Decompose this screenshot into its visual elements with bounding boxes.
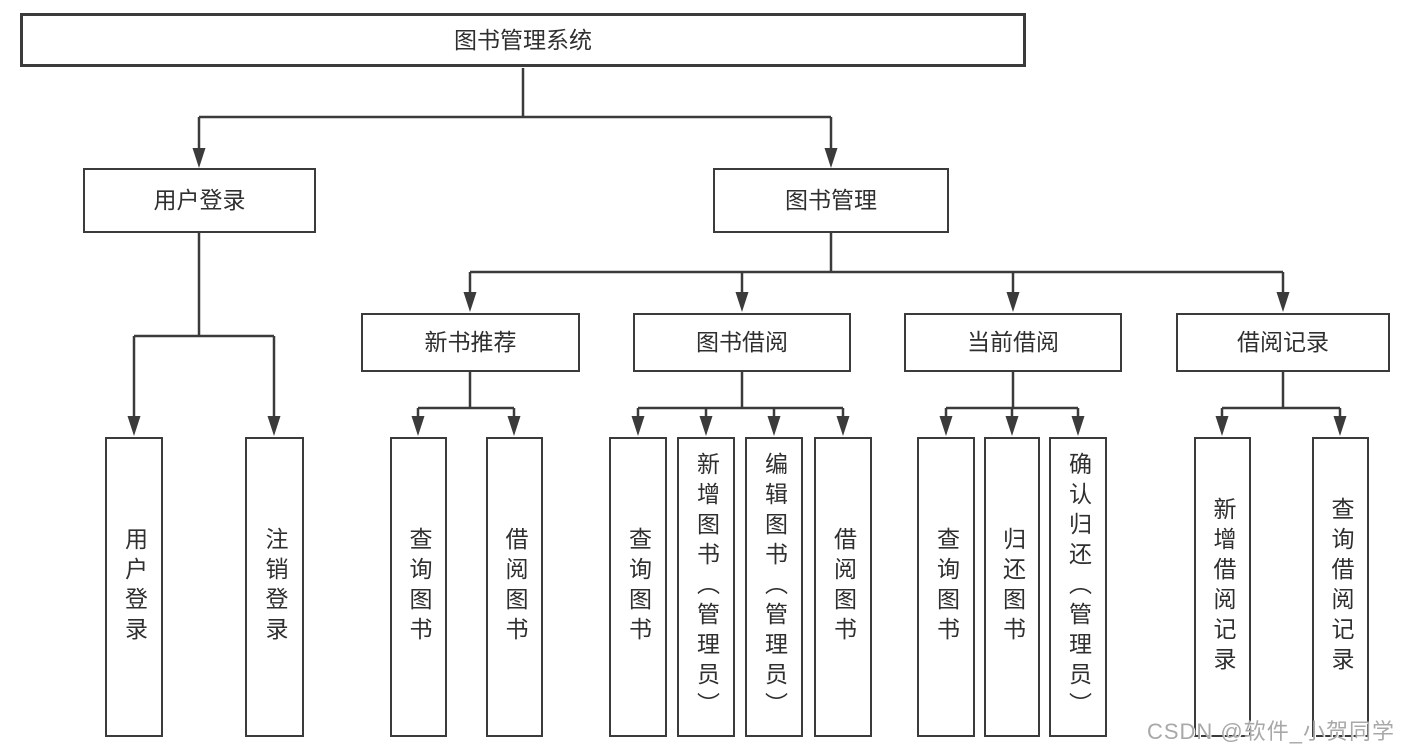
arrowhead bbox=[767, 416, 781, 436]
arrowhead bbox=[1006, 292, 1020, 312]
leaf-add-borrow-record-label: 新增借阅记录 bbox=[1210, 497, 1236, 677]
node-current-borrow: 当前借阅 bbox=[904, 313, 1122, 372]
leaf-add-book-admin: 新增图书（管理员） bbox=[677, 437, 735, 737]
arrowhead bbox=[411, 416, 425, 436]
leaf-query-books-recommend-label: 查询图书 bbox=[406, 527, 432, 647]
leaf-confirm-return-admin: 确认归还（管理员） bbox=[1049, 437, 1107, 737]
node-root: 图书管理系统 bbox=[20, 13, 1026, 67]
leaf-query-books-borrow: 查询图书 bbox=[609, 437, 667, 737]
leaf-logout-label: 注销登录 bbox=[262, 527, 288, 647]
node-user-login-label: 用户登录 bbox=[153, 187, 246, 213]
leaf-user-login-label: 用户登录 bbox=[121, 527, 148, 647]
node-borrow-records: 借阅记录 bbox=[1176, 313, 1390, 372]
watermark: CSDN @软件_小贺同学 bbox=[1146, 719, 1395, 744]
leaf-query-borrow-record: 查询借阅记录 bbox=[1312, 437, 1369, 737]
arrowhead bbox=[1333, 416, 1347, 436]
arrowhead bbox=[463, 292, 477, 312]
node-current-borrow-label: 当前借阅 bbox=[967, 329, 1059, 355]
leaf-borrow-books: 借阅图书 bbox=[814, 437, 872, 737]
node-user-login: 用户登录 bbox=[83, 168, 316, 233]
leaf-add-book-admin-label: 新增图书（管理员） bbox=[693, 452, 720, 722]
leaf-return-book: 归还图书 bbox=[984, 437, 1040, 737]
leaf-borrow-books-label: 借阅图书 bbox=[830, 527, 857, 647]
node-borrow-records-label: 借阅记录 bbox=[1237, 329, 1329, 355]
node-book-borrow: 图书借阅 bbox=[633, 313, 851, 372]
leaf-edit-book-admin-label: 编辑图书（管理员） bbox=[761, 452, 788, 722]
arrowhead bbox=[836, 416, 850, 436]
arrowhead bbox=[631, 416, 645, 436]
arrowhead bbox=[824, 148, 838, 168]
arrowhead bbox=[192, 148, 206, 168]
node-root-label: 图书管理系统 bbox=[454, 26, 592, 53]
node-book-management-label: 图书管理 bbox=[785, 187, 877, 213]
node-new-book-recommend: 新书推荐 bbox=[361, 313, 580, 372]
leaf-logout: 注销登录 bbox=[245, 437, 304, 737]
arrowhead bbox=[1215, 416, 1229, 436]
leaf-edit-book-admin: 编辑图书（管理员） bbox=[745, 437, 803, 737]
leaf-query-books-current: 查询图书 bbox=[917, 437, 975, 737]
leaf-borrow-books-recommend-label: 借阅图书 bbox=[502, 527, 528, 647]
leaf-query-books-recommend: 查询图书 bbox=[390, 437, 447, 737]
arrowhead bbox=[735, 292, 749, 312]
leaf-query-books-current-label: 查询图书 bbox=[933, 527, 960, 647]
leaf-query-books-borrow-label: 查询图书 bbox=[625, 527, 652, 647]
leaf-user-login: 用户登录 bbox=[105, 437, 163, 737]
leaf-return-book-label: 归还图书 bbox=[999, 527, 1026, 647]
arrowhead bbox=[699, 416, 713, 436]
node-book-borrow-label: 图书借阅 bbox=[696, 329, 788, 355]
leaf-query-borrow-record-label: 查询借阅记录 bbox=[1328, 497, 1354, 677]
arrowhead bbox=[507, 416, 521, 436]
leaf-add-borrow-record: 新增借阅记录 bbox=[1194, 437, 1251, 737]
node-book-management: 图书管理 bbox=[713, 168, 949, 233]
arrowhead bbox=[1005, 416, 1019, 436]
arrowhead bbox=[267, 416, 281, 436]
leaf-confirm-return-admin-label: 确认归还（管理员） bbox=[1065, 452, 1092, 722]
leaf-borrow-books-recommend: 借阅图书 bbox=[486, 437, 543, 737]
node-new-book-recommend-label: 新书推荐 bbox=[424, 329, 517, 355]
connector-paths bbox=[132, 68, 1342, 421]
arrowhead bbox=[939, 416, 953, 436]
arrowhead bbox=[127, 416, 141, 436]
arrowhead bbox=[1071, 416, 1085, 436]
arrowhead bbox=[1276, 292, 1290, 312]
